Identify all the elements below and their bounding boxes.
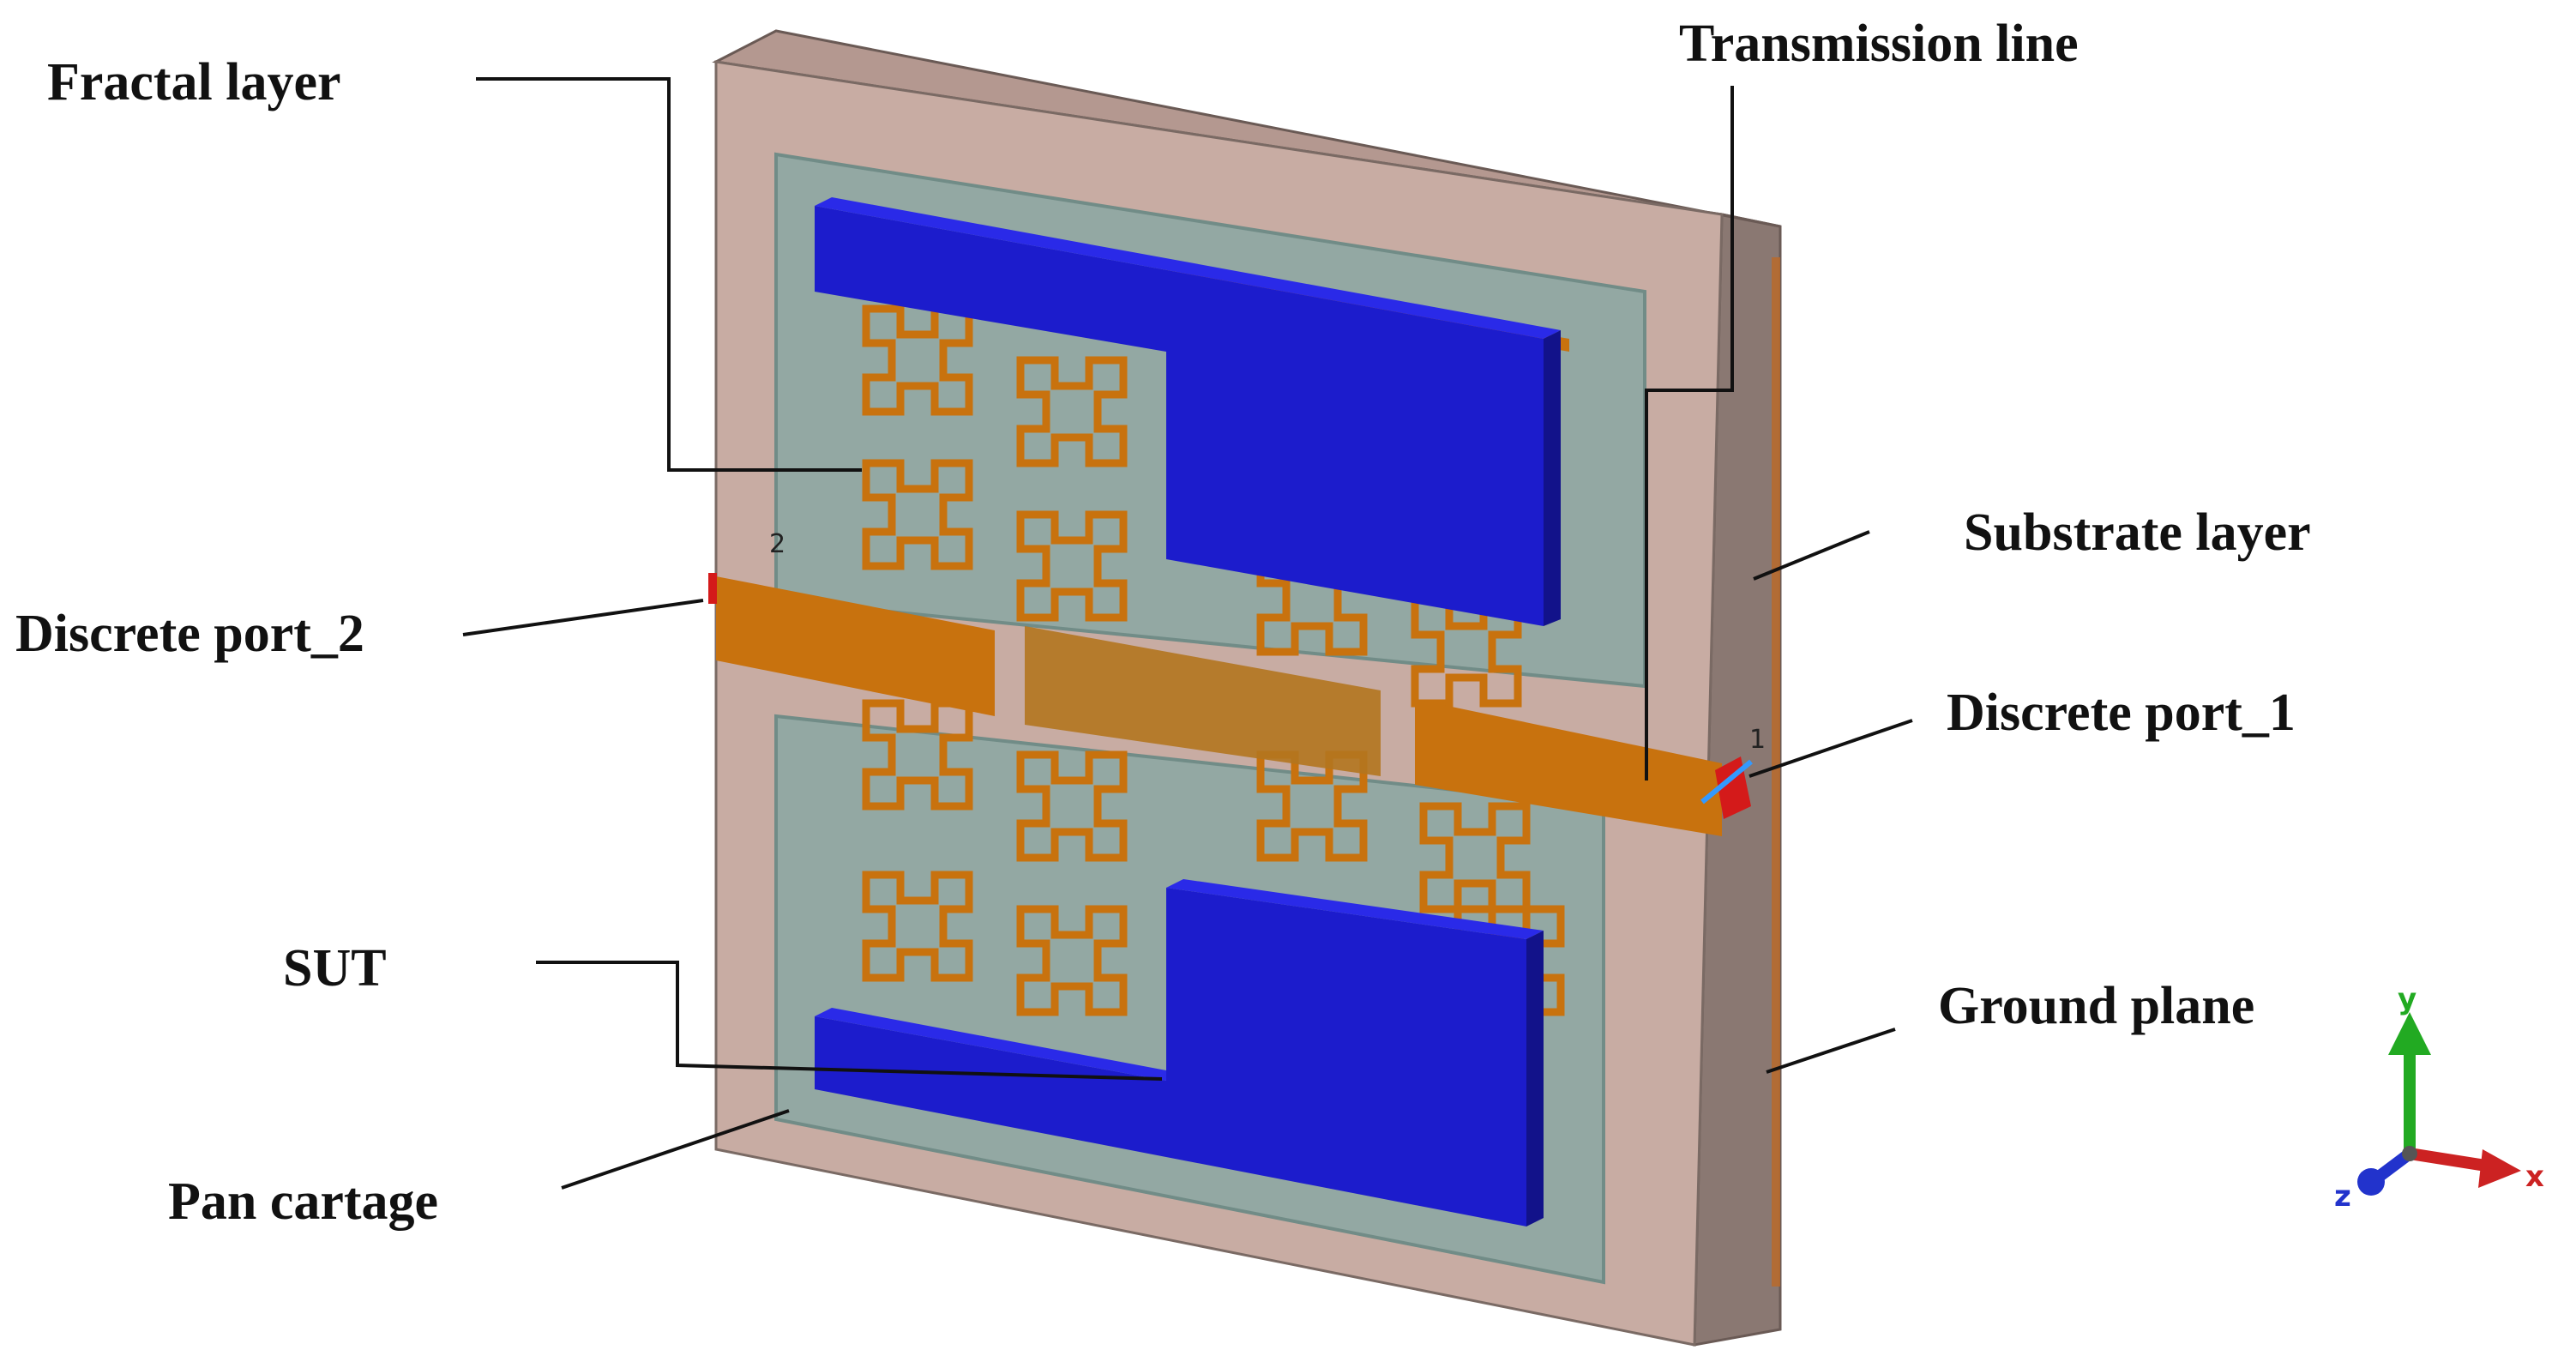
ground-plane-edge: [1772, 257, 1780, 1287]
label-sut: SUT: [283, 939, 387, 997]
label-discrete-port-1: Discrete port_1: [1947, 684, 2296, 742]
axis-label-x: x: [2525, 1160, 2544, 1194]
transmission-line: [1415, 699, 1722, 836]
discrete-port-1-marker: [1700, 756, 1753, 819]
label-substrate-layer: Substrate layer: [1964, 503, 2311, 562]
label-pan-cartage: Pan cartage: [168, 1172, 439, 1231]
axis-label-y: y: [2398, 982, 2417, 1016]
axis-label-z: z: [2334, 1179, 2351, 1214]
port-number-2: 2: [769, 529, 786, 559]
label-discrete-port-2: Discrete port_2: [15, 605, 364, 663]
discrete-port-2-marker: [708, 573, 717, 604]
axis-triad: [2357, 1012, 2521, 1196]
label-ground-plane: Ground plane: [1938, 977, 2255, 1035]
label-transmission-line: Transmission line: [1679, 15, 2079, 73]
leader-lines: [462, 77, 1913, 1190]
left-transmission-line: [716, 576, 995, 716]
port-number-1: 1: [1749, 725, 1766, 755]
label-fractal-layer: Fractal layer: [47, 53, 341, 111]
sut-lower: [815, 879, 1544, 1226]
sut-upper: [815, 197, 1561, 626]
central-patch: [1025, 626, 1381, 776]
